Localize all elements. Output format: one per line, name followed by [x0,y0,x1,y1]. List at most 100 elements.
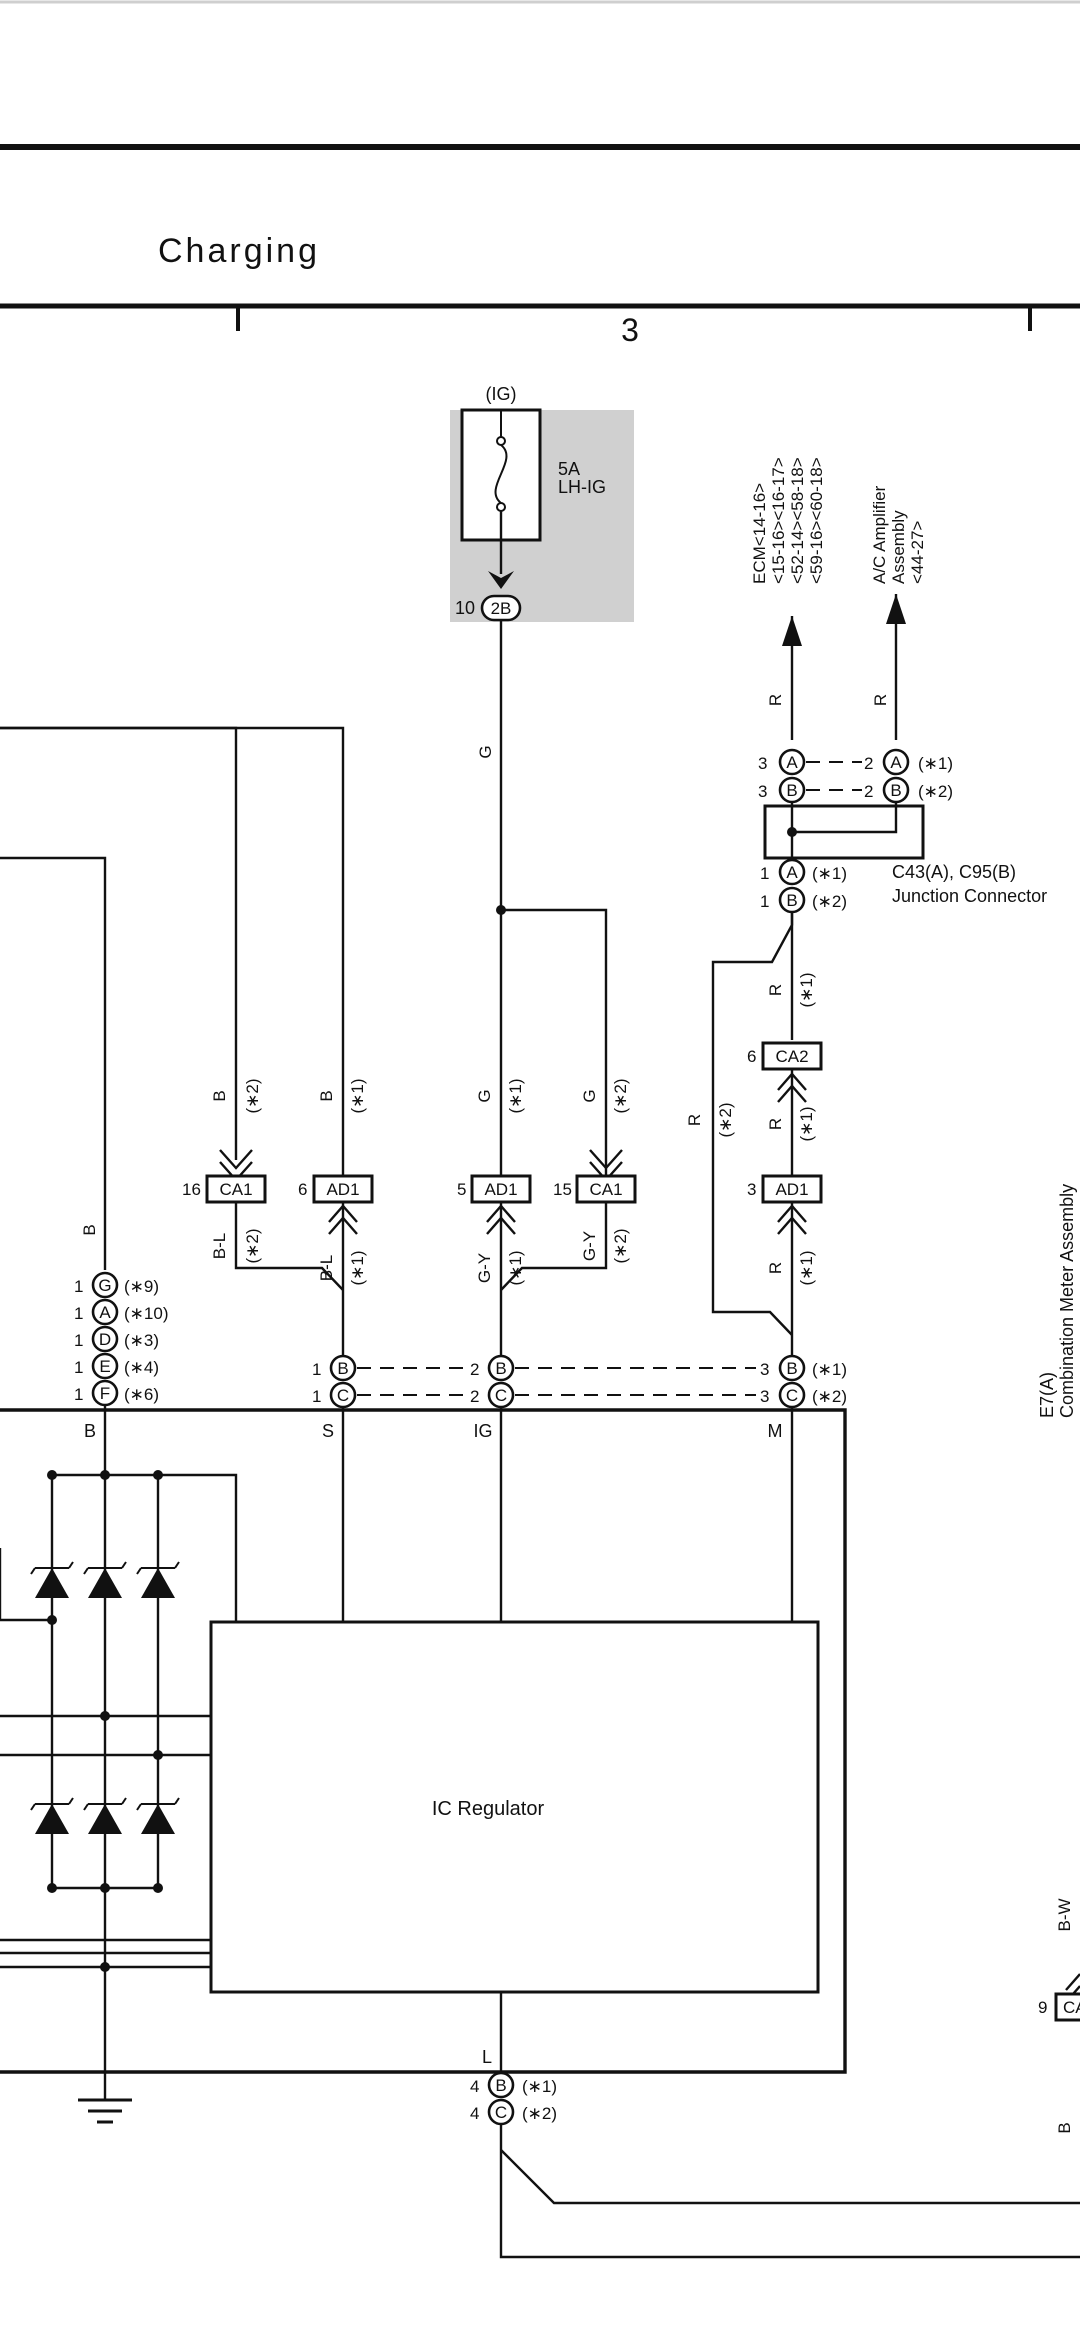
note-2: (∗2) [243,1228,262,1263]
svg-text:A: A [99,1303,111,1322]
column-number: 3 [621,312,639,348]
zener-diode-icon [88,1568,122,1598]
junction-pin-b-label: B [890,781,901,800]
note-1: (∗1) [348,1078,367,1113]
svg-text:ECM<14-16>: ECM<14-16> [750,483,769,584]
svg-text:C: C [495,1386,507,1405]
connector-arrow-icon [777,1072,807,1103]
note-2: (∗2) [611,1228,630,1263]
wire-color-r: R [766,1262,785,1274]
note-1: (∗1) [918,754,953,773]
fuse-connector-label: 2B [491,599,512,618]
junction-pin-b-label: B [786,781,797,800]
wire-color-gy: G-Y [580,1231,599,1261]
inline-connector-pin: 16 [182,1180,201,1199]
junction-pin-a [882,748,910,776]
svg-text:C: C [495,2103,507,2122]
svg-text:B: B [495,1359,506,1378]
rectifier-bridge [0,1405,238,2100]
svg-text:B: B [786,1359,797,1378]
svg-text:F: F [100,1384,110,1403]
wire-color-g: G [476,745,495,758]
inline-connector-name: CA1 [219,1180,252,1199]
svg-text:E7(A): E7(A) [1037,1372,1057,1418]
svg-text:3: 3 [760,1360,769,1379]
connector-arrow-icon [328,1204,358,1235]
junction-pin-a-label: A [890,753,902,772]
zener-diode-icon [141,1804,175,1834]
junction-pin-label: 1 [760,864,769,883]
svg-text:<15-16><16-17>: <15-16><16-17> [769,457,788,584]
inline-connector-name: AD1 [484,1180,517,1199]
svg-text:1: 1 [74,1358,83,1377]
terminal-b: B [84,1421,96,1441]
wire-color-r: R [685,1114,704,1126]
svg-text:(∗2): (∗2) [812,1387,847,1406]
svg-text:(∗3): (∗3) [124,1331,159,1350]
zener-diode-icon [35,1804,69,1834]
wire-color-bw: B-W [1055,1898,1074,1931]
ground-icon [78,2098,132,2124]
svg-text:2: 2 [470,1360,479,1379]
wire-color-r-ecm: R [766,694,785,706]
connector-arrow-icon [486,1204,516,1235]
junction-pin-label: 1 [760,892,769,911]
inline-connector-pin: 5 [457,1180,466,1199]
svg-text:<44-27>: <44-27> [908,521,927,584]
wire-color-b: B [1055,2122,1074,2133]
svg-text:1: 1 [74,1331,83,1350]
fuse-source: (IG) [486,384,517,404]
note-2: (∗2) [812,892,847,911]
svg-text:(∗6): (∗6) [124,1385,159,1404]
terminal-s: S [322,1421,334,1441]
svg-text:1: 1 [74,1277,83,1296]
svg-text:1: 1 [312,1387,321,1406]
zener-diode-icon [88,1804,122,1834]
note-1: (∗1) [506,1078,525,1113]
generator-body [0,1408,847,2074]
fuse-pin: 10 [455,598,475,618]
inline-connector-pin: 6 [298,1180,307,1199]
junction-pin-b-label: B [786,891,797,910]
zener-diode-icon [141,1568,175,1598]
wire-color-gy: G-Y [475,1253,494,1283]
fuse-icon [494,444,508,504]
junction-pin-label: 3 [758,754,767,773]
wire-color-bl: B-L [210,1233,229,1259]
wire-color-r: R [766,1118,785,1130]
terminal-l: L [482,2047,492,2067]
svg-text:A/C Amplifier: A/C Amplifier [870,485,889,584]
inline-connector-pin: 6 [747,1047,756,1066]
inline-connector-name: CA [1063,1998,1080,2017]
wire-color-b: B [317,1090,336,1101]
inline-connector-name: AD1 [775,1180,808,1199]
svg-text:1: 1 [74,1385,83,1404]
svg-text:3: 3 [760,1387,769,1406]
junction-connector-desc: Junction Connector [892,886,1047,906]
junction-pin-a [778,748,806,776]
combination-meter-label: E7(A) Combination Meter Assembly [1037,1184,1077,1418]
svg-text:G: G [98,1276,111,1295]
inline-connector-pin: 15 [553,1180,572,1199]
svg-text:D: D [99,1330,111,1349]
inline-connector-name: CA2 [775,1047,808,1066]
svg-text:1: 1 [312,1360,321,1379]
note-1: (∗1) [797,972,816,1007]
inline-connector-name: CA1 [589,1180,622,1199]
fuse-name: LH-IG [558,477,606,497]
inline-connector-pin: 3 [747,1180,756,1199]
page-title: Charging [158,232,320,270]
svg-text:B: B [337,1359,348,1378]
ecm-label: ECM<14-16> <15-16><16-17> <52-14><58-18>… [750,457,826,584]
b-terminal-pins: 1 G (∗9) 1 A (∗10) 1 D (∗3) 1 E (∗4) 1 F… [74,1271,168,1407]
svg-text:(∗1): (∗1) [522,2077,557,2096]
svg-text:(∗9): (∗9) [124,1277,159,1296]
svg-text:<59-16><60-18>: <59-16><60-18> [807,457,826,584]
ic-regulator-label: IC Regulator [432,1798,545,1820]
wire-color-b: B [210,1090,229,1101]
ac-amplifier-label: A/C Amplifier Assembly <44-27> [870,485,927,584]
generator-connector-pins: 1 B 1 C 2 B 2 C 3 B (∗1) 3 C (∗2) [312,1354,847,1409]
junction-pin-a-label: A [786,753,798,772]
note-1: (∗1) [797,1250,816,1285]
